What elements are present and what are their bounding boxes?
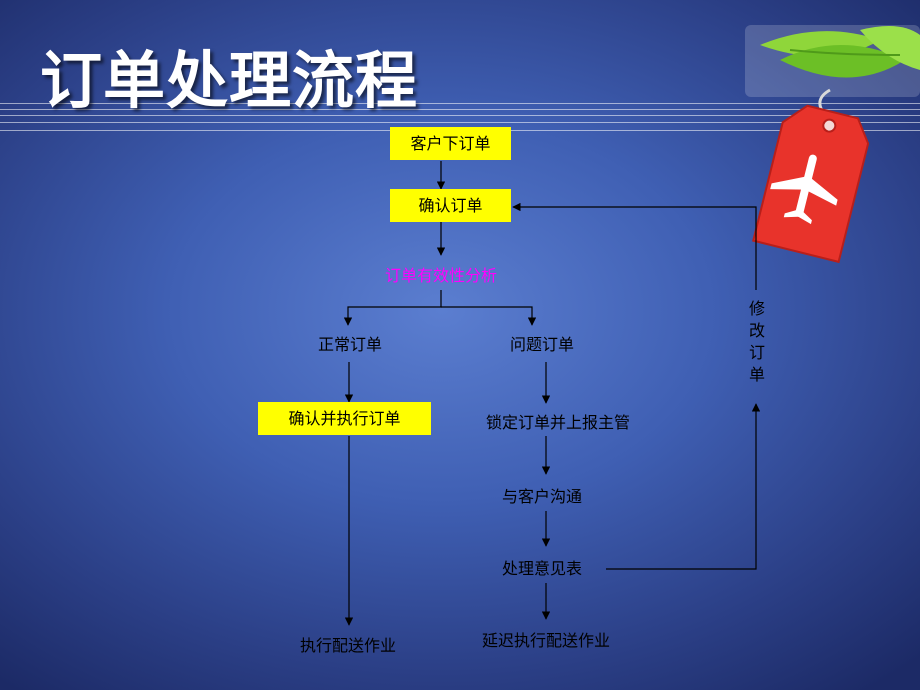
- node-customer-order: 客户下订单: [390, 127, 511, 160]
- slide-title: 订单处理流程: [40, 44, 419, 117]
- node-execute-delivery: 执行配送作业: [299, 636, 396, 655]
- node-confirm-execute: 确认并执行订单: [258, 402, 431, 435]
- node-confirm-order: 确认订单: [390, 189, 511, 222]
- arrow-n3-n4: [343, 290, 442, 326]
- header-stripe: [0, 122, 920, 123]
- node-lock-report: 锁定订单并上报主管: [485, 413, 630, 432]
- arrow-n9-modify: [606, 403, 761, 570]
- node-normal-order: 正常订单: [317, 335, 382, 354]
- node-validity-analysis: 订单有效性分析: [384, 266, 497, 285]
- node-delayed-delivery: 延迟执行配送作业: [481, 631, 610, 650]
- header-stripe: [0, 103, 920, 104]
- node-modify-order: 修改订单: [748, 299, 765, 384]
- arrow-modify-n2: [512, 202, 757, 290]
- arrow-n3-n5: [441, 306, 537, 326]
- leaf-illustration: [745, 25, 920, 97]
- header-stripe: [0, 115, 920, 116]
- header-stripe: [0, 109, 920, 110]
- node-communicate: 与客户沟通: [501, 487, 582, 506]
- node-problem-order: 问题订单: [509, 335, 574, 354]
- node-opinion-form: 处理意见表: [501, 559, 582, 578]
- airplane-icon: [770, 154, 838, 225]
